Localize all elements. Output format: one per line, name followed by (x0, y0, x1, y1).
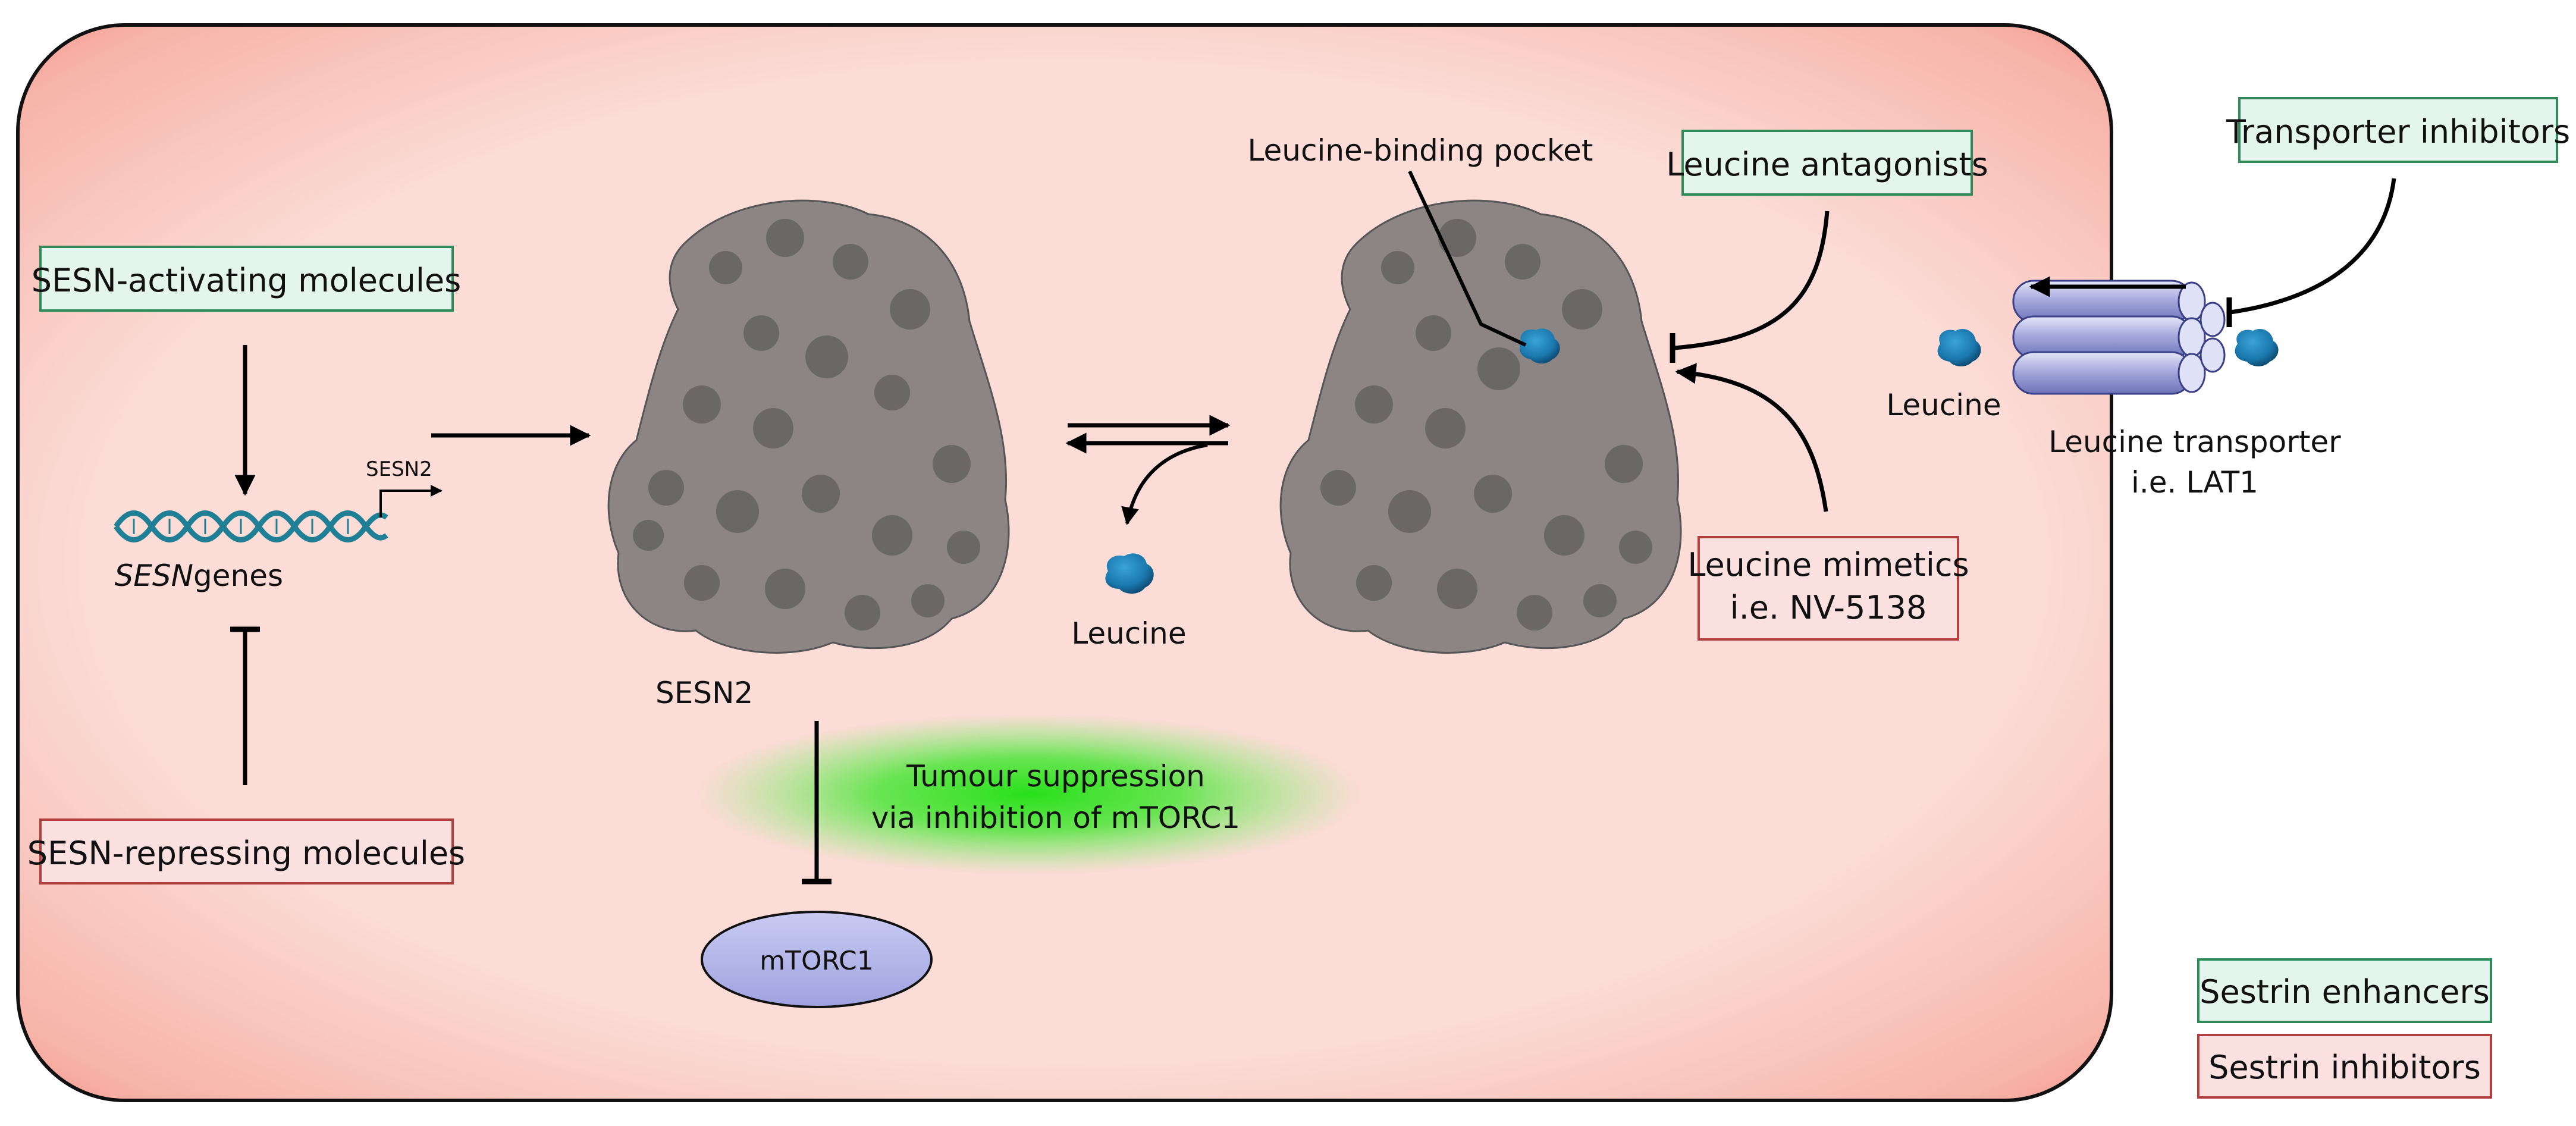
mimetic-activation-arrow (1675, 363, 1828, 512)
sesn-repressing-label: SESN-repressing molecules (27, 835, 465, 872)
leucine-antagonists-box: Leucine antagonists (1666, 130, 1988, 196)
equilibrium-arrows (1065, 415, 1231, 525)
sesn2-protein-label: SESN2 (655, 676, 753, 710)
sesn-genes-italic-label: SESN (115, 559, 193, 593)
sesn2-transcript-label: SESN2 (366, 457, 432, 481)
sesn2-leucine-bound-texture (1320, 219, 1652, 631)
sesn-repressing-box: SESN-repressing molecules (27, 818, 465, 885)
leucine-molecule-icon (1105, 553, 1154, 594)
sesn-genes-label: genes (193, 559, 283, 593)
leucine-binding-pocket-label: Leucine-binding pocket (1248, 133, 1593, 168)
binding-pocket-pointer (1408, 170, 1527, 347)
outside-leucine-icon (2235, 329, 2279, 366)
transcription-start-arrow (379, 485, 443, 517)
bound-leucine-icon (1519, 328, 1560, 364)
legend-inhibitors: Sestrin inhibitors (2197, 1034, 2492, 1099)
legend-inhibitors-label: Sestrin inhibitors (2208, 1049, 2481, 1086)
leucine-inside-label: Leucine (1886, 388, 2001, 422)
legend-enhancers-label: Sestrin enhancers (2200, 973, 2490, 1011)
transporter-label: Leucine transporter (2048, 425, 2341, 459)
transporter-example: i.e. LAT1 (2131, 465, 2258, 500)
sesn-activating-label: SESN-activating molecules (32, 262, 462, 299)
leucine-mimetics-example: i.e. NV-5138 (1730, 589, 1927, 626)
dna-rungs (133, 519, 349, 534)
transporter-inhibitors-box: Transporter inhibitors (2226, 97, 2570, 163)
leucine-mimetics-box: Leucine mimetics i.e. NV-5138 (1687, 536, 1969, 641)
tumour-suppression-glow (696, 714, 1362, 874)
transporter-inhibition-line (2230, 178, 2396, 315)
tumour-suppression-line1: Tumour suppression (906, 759, 1205, 793)
leucine-antagonists-label: Leucine antagonists (1666, 146, 1988, 183)
sesn-activating-box: SESN-activating molecules (32, 246, 462, 312)
transporter-inhibitors-label: Transporter inhibitors (2226, 113, 2570, 150)
inside-leucine-icon (1937, 329, 1981, 366)
mtorc1-complex: mTORC1 (701, 911, 933, 1008)
tumour-suppression-line2: via inhibition of mTORC1 (871, 801, 1240, 835)
legend-enhancers: Sestrin enhancers (2197, 958, 2492, 1023)
antagonist-inhibition-line (1674, 211, 1830, 350)
dna-helix-icon (114, 510, 388, 542)
leucine-mimetics-label: Leucine mimetics (1687, 546, 1969, 584)
mtorc1-label: mTORC1 (760, 946, 873, 976)
sesn2-protein-texture (633, 219, 980, 631)
leucine-transporter-icon (2012, 280, 2226, 395)
leucine-released-label: Leucine (1071, 616, 1186, 651)
